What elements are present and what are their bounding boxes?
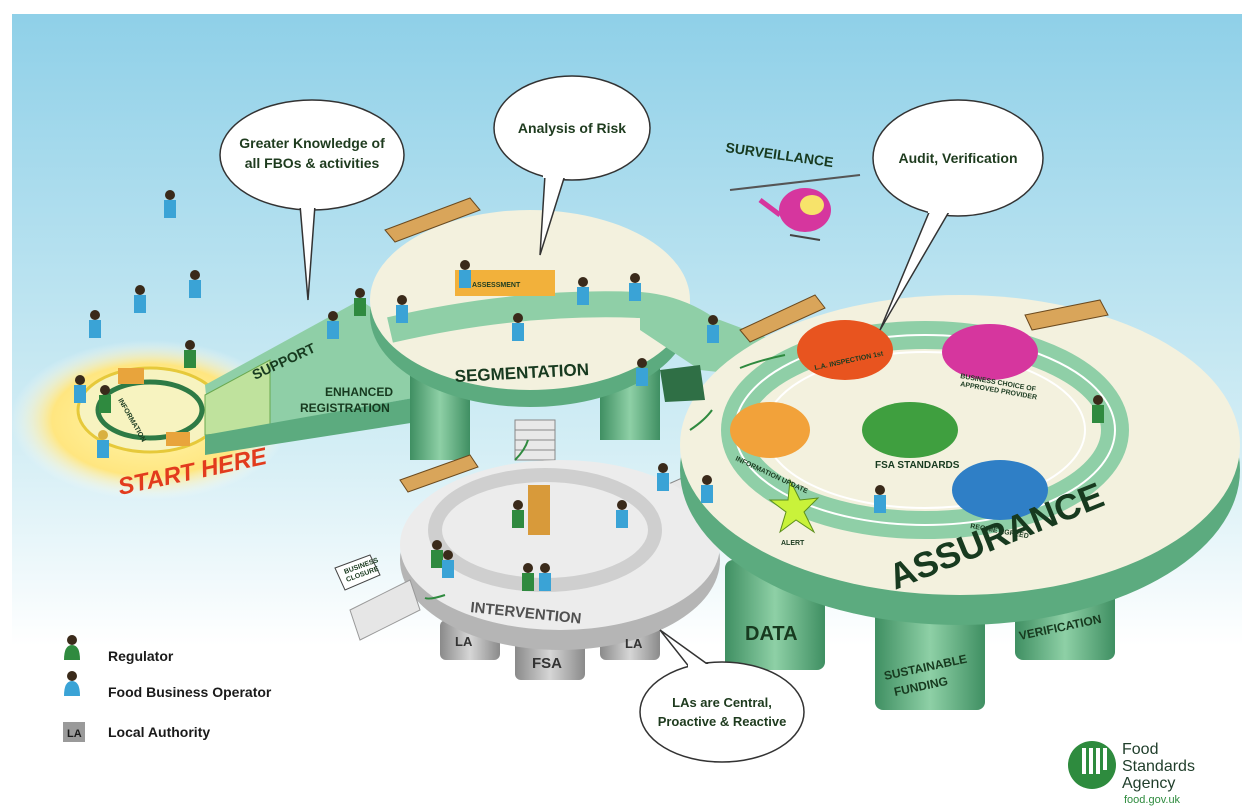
fbo-legend-icon [64,671,80,696]
alert-label: ALERT [781,540,805,547]
helicopter [729,174,861,241]
legend-la-text: Local Authority [108,724,210,740]
legend: Regulator Food Business Operator LA Loca… [63,635,272,742]
legend-fbo-text: Food Business Operator [108,684,272,700]
bubble-knowledge [219,99,405,301]
people-figures [74,190,1104,591]
fsa-standards-label: FSA STANDARDS [875,460,960,471]
bubble-audit [872,99,1044,331]
logo-food: Food [1122,741,1158,758]
la-legend-badge [63,722,85,742]
intervention-platform [334,460,720,680]
segmentation-platform [370,210,751,460]
regulator-legend-icon [64,635,80,660]
assessment-label: ASSESSMENT [472,282,521,289]
bubble-las-line1: LAs are Central, [672,695,772,710]
flow-arrows [424,354,786,600]
registration-label: REGISTRATION [300,401,390,415]
pillar-la-2-label: LA [625,636,643,651]
information-desk-area [76,366,224,454]
assurance-platform [660,295,1240,710]
bubble-knowledge-line1: Greater Knowledge of [239,135,385,151]
legend-la-badge-text: LA [67,728,82,740]
bubble-risk [493,75,651,256]
logo-standards: Standards [1122,758,1195,775]
bubble-las [639,629,805,763]
bubble-risk-text: Analysis of Risk [518,120,626,136]
data-label: DATA [745,623,798,645]
enhanced-label: ENHANCED [325,385,393,399]
bubble-audit-text: Audit, Verification [898,150,1017,166]
bubble-knowledge-line2: all FBOs & activities [245,155,380,171]
pillar-fsa-label: FSA [532,655,562,672]
bubble-las-line2: Proactive & Reactive [658,714,787,729]
pillar-la-1-label: LA [455,634,473,649]
logo-agency: Agency [1122,775,1175,792]
legend-regulator-text: Regulator [108,648,174,664]
fsa-logo: Food Standards Agency food.gov.uk [1068,741,1195,806]
benches [384,197,1109,493]
logo-url: food.gov.uk [1124,794,1181,806]
